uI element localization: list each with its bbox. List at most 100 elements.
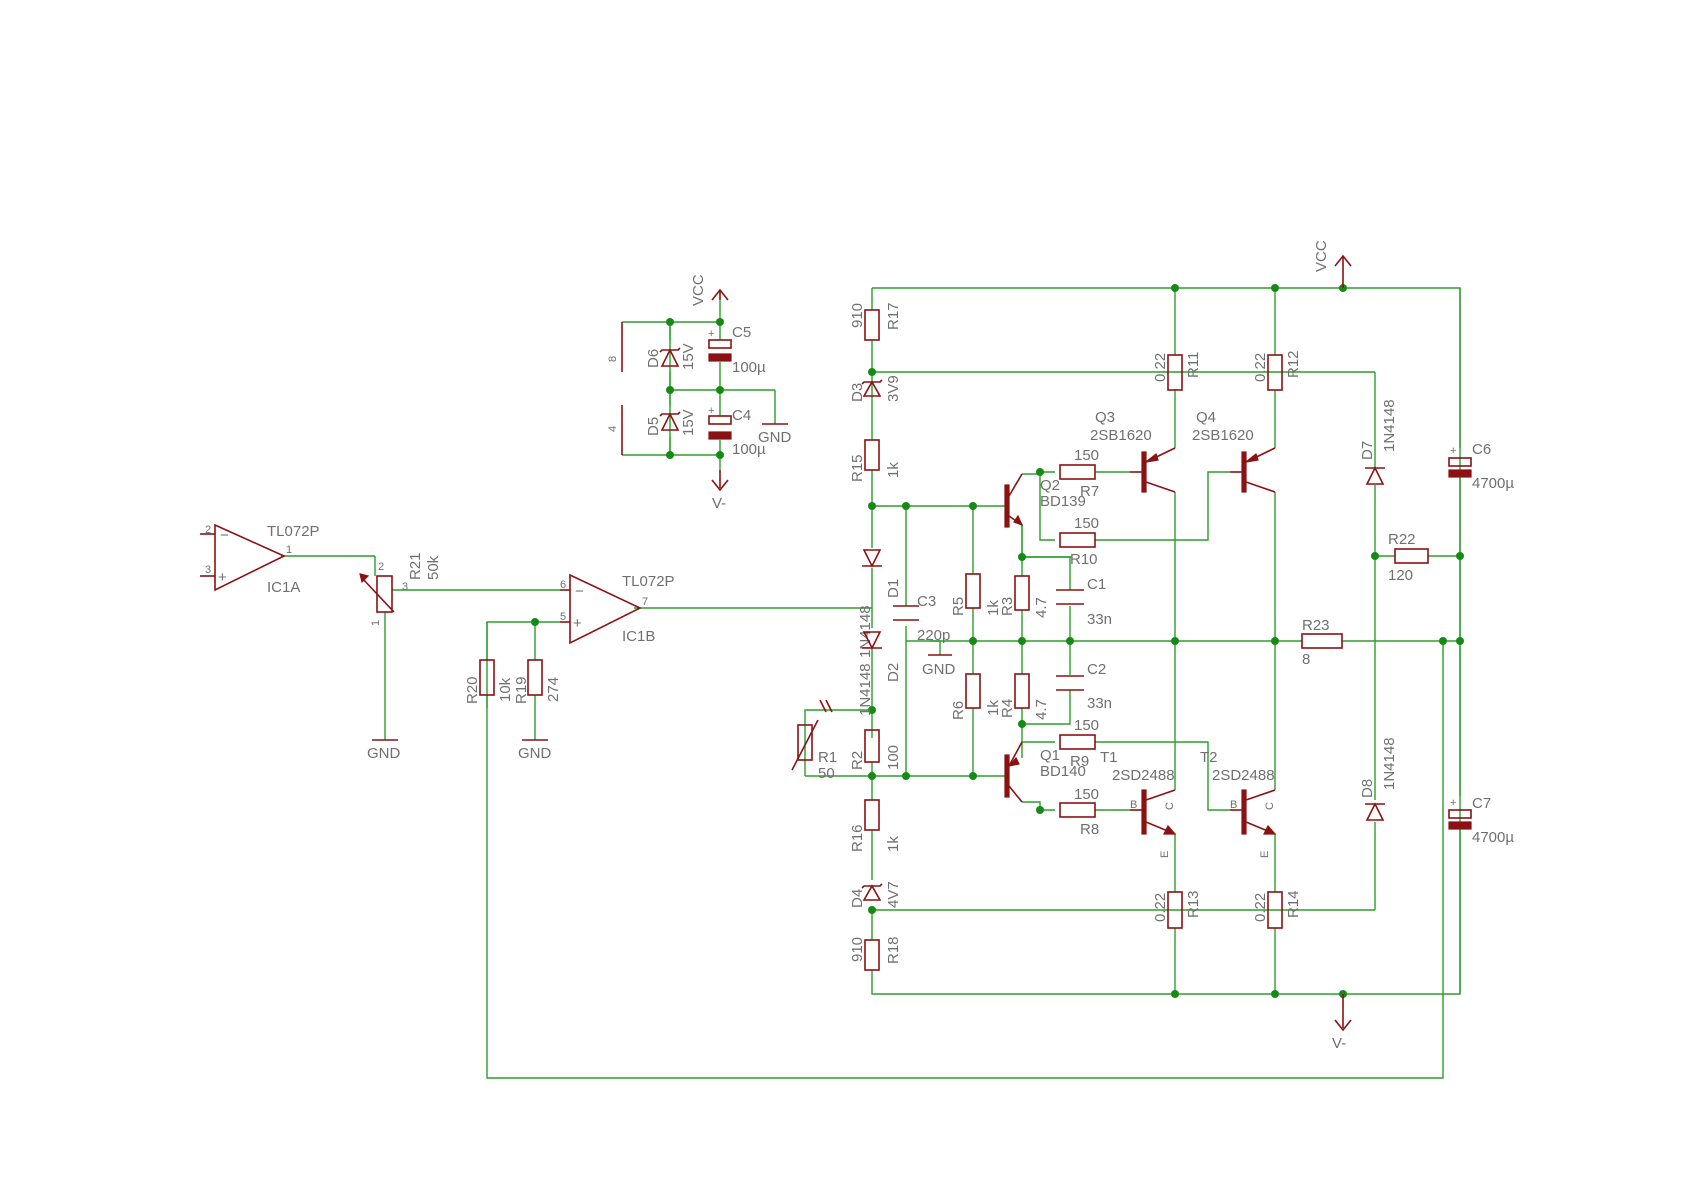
svg-text:Q4: Q4 bbox=[1196, 409, 1216, 426]
vneg-symbol-supply: V- bbox=[711, 470, 729, 512]
svg-text:R21: R21 bbox=[407, 552, 424, 580]
svg-text:8: 8 bbox=[1302, 651, 1310, 668]
svg-text:R15: R15 bbox=[849, 454, 866, 482]
svg-text:D2: D2 bbox=[885, 663, 902, 682]
resistor-r10: 150 R10 bbox=[1059, 515, 1099, 568]
resistor-r23: R23 8 bbox=[1301, 617, 1343, 668]
svg-text:R5: R5 bbox=[950, 597, 967, 616]
svg-text:150: 150 bbox=[1074, 717, 1099, 734]
capacitor-c4: + C4 100µ bbox=[708, 405, 766, 458]
svg-text:4: 4 bbox=[607, 426, 619, 432]
svg-text:150: 150 bbox=[1074, 447, 1099, 464]
svg-text:274: 274 bbox=[545, 677, 562, 702]
svg-text:R4: R4 bbox=[999, 699, 1016, 718]
svg-text:C: C bbox=[1164, 802, 1176, 810]
svg-text:33n: 33n bbox=[1087, 611, 1112, 628]
svg-text:50k: 50k bbox=[425, 555, 442, 580]
svg-text:1: 1 bbox=[286, 544, 292, 556]
svg-text:1: 1 bbox=[370, 620, 382, 626]
svg-text:150: 150 bbox=[1074, 515, 1099, 532]
svg-text:2: 2 bbox=[378, 561, 384, 573]
svg-text:2SB1620: 2SB1620 bbox=[1192, 427, 1254, 444]
svg-text:C4: C4 bbox=[732, 407, 751, 424]
svg-text:C1: C1 bbox=[1087, 576, 1106, 593]
svg-text:D1: D1 bbox=[885, 579, 902, 598]
svg-text:7: 7 bbox=[642, 596, 648, 608]
svg-text:R12: R12 bbox=[1285, 350, 1302, 378]
svg-text:E: E bbox=[1259, 851, 1271, 858]
svg-text:5: 5 bbox=[560, 611, 566, 623]
svg-text:R18: R18 bbox=[885, 936, 902, 964]
svg-text:+: + bbox=[708, 328, 714, 340]
svg-text:4.7: 4.7 bbox=[1033, 597, 1050, 618]
potentiometer-r21: 2 3 1 R21 50k bbox=[359, 552, 442, 626]
zener-diode-d5: D5 15V bbox=[645, 409, 697, 436]
transistor-t2: 2SD2488 T2 B C E bbox=[1200, 749, 1277, 858]
opamp-ic1a: − + 2 3 1 TL072P IC1A bbox=[200, 523, 320, 596]
svg-text:R1: R1 bbox=[818, 749, 837, 766]
svg-text:Q3: Q3 bbox=[1095, 409, 1115, 426]
svg-text:1k: 1k bbox=[885, 462, 902, 478]
capacitor-c2: C2 33n bbox=[1056, 661, 1112, 712]
svg-text:D6: D6 bbox=[645, 349, 662, 368]
svg-text:6: 6 bbox=[560, 579, 566, 591]
svg-text:R6: R6 bbox=[950, 701, 967, 720]
svg-text:150: 150 bbox=[1074, 786, 1099, 803]
svg-text:Q2: Q2 bbox=[1040, 477, 1060, 494]
svg-text:BD140: BD140 bbox=[1040, 763, 1086, 780]
svg-text:910: 910 bbox=[849, 303, 866, 328]
capacitor-c3: C3 220p bbox=[893, 593, 950, 644]
svg-text:T2: T2 bbox=[1200, 749, 1218, 766]
resistor-r14: 0.22 R14 bbox=[1252, 890, 1302, 929]
svg-text:V-: V- bbox=[1332, 1035, 1346, 1052]
transistor-q4: Q4 2SB1620 bbox=[1192, 409, 1276, 493]
svg-text:R3: R3 bbox=[999, 597, 1016, 616]
svg-text:+: + bbox=[218, 569, 227, 586]
svg-text:+: + bbox=[708, 405, 714, 417]
svg-text:D4: D4 bbox=[849, 889, 866, 908]
capacitor-c6: + C6 4700µ bbox=[1448, 441, 1514, 492]
transistor-q3: Q3 2SB1620 bbox=[1090, 409, 1176, 493]
svg-text:VCC: VCC bbox=[690, 274, 707, 306]
capacitor-c1: C1 33n bbox=[1056, 576, 1112, 628]
svg-text:D5: D5 bbox=[645, 417, 662, 436]
vneg-symbol-bottom: V- bbox=[1332, 994, 1352, 1052]
vcc-symbol-right: VCC bbox=[1313, 240, 1352, 288]
svg-text:IC1A: IC1A bbox=[267, 579, 300, 596]
svg-text:0.22: 0.22 bbox=[1152, 353, 1169, 382]
svg-text:15V: 15V bbox=[680, 343, 697, 370]
svg-text:C3: C3 bbox=[917, 593, 936, 610]
svg-text:100: 100 bbox=[885, 745, 902, 770]
resistor-r9: 150 R9 bbox=[1059, 717, 1099, 770]
diode-d1: D1 1N4148 bbox=[857, 549, 902, 658]
svg-text:0.22: 0.22 bbox=[1252, 893, 1269, 922]
svg-text:D8: D8 bbox=[1359, 779, 1376, 798]
svg-text:R16: R16 bbox=[849, 824, 866, 852]
svg-text:TL072P: TL072P bbox=[267, 523, 320, 540]
resistor-r18: 910 R18 bbox=[849, 936, 902, 971]
svg-text:T1: T1 bbox=[1100, 749, 1118, 766]
resistor-r3: R3 4.7 bbox=[999, 575, 1050, 618]
transistor-q2: Q2 BD139 bbox=[1004, 473, 1086, 528]
svg-text:4.7: 4.7 bbox=[1033, 699, 1050, 720]
svg-text:VCC: VCC bbox=[1313, 240, 1330, 272]
svg-text:100µ: 100µ bbox=[732, 441, 766, 458]
resistor-r8: 150 R8 bbox=[1059, 786, 1099, 838]
svg-text:C: C bbox=[1264, 802, 1276, 810]
resistor-r11: 0.22 R11 bbox=[1152, 352, 1202, 391]
svg-text:V-: V- bbox=[712, 495, 726, 512]
gnd-symbol-supply: GND bbox=[758, 423, 792, 446]
transistor-q1: Q1 BD140 bbox=[1004, 741, 1086, 803]
diode-d7: D7 1N4148 bbox=[1359, 399, 1398, 485]
svg-text:D3: D3 bbox=[849, 383, 866, 402]
svg-text:GND: GND bbox=[758, 429, 792, 446]
svg-text:R19: R19 bbox=[513, 676, 530, 704]
svg-text:GND: GND bbox=[367, 745, 401, 762]
svg-text:1N4148: 1N4148 bbox=[1381, 399, 1398, 452]
svg-text:BD139: BD139 bbox=[1040, 493, 1086, 510]
svg-text:B: B bbox=[1130, 799, 1137, 811]
svg-text:R20: R20 bbox=[464, 676, 481, 704]
svg-text:IC1B: IC1B bbox=[622, 628, 655, 645]
gnd-symbol-r21: GND bbox=[367, 739, 401, 762]
zener-diode-d6: D6 15V bbox=[645, 343, 697, 370]
